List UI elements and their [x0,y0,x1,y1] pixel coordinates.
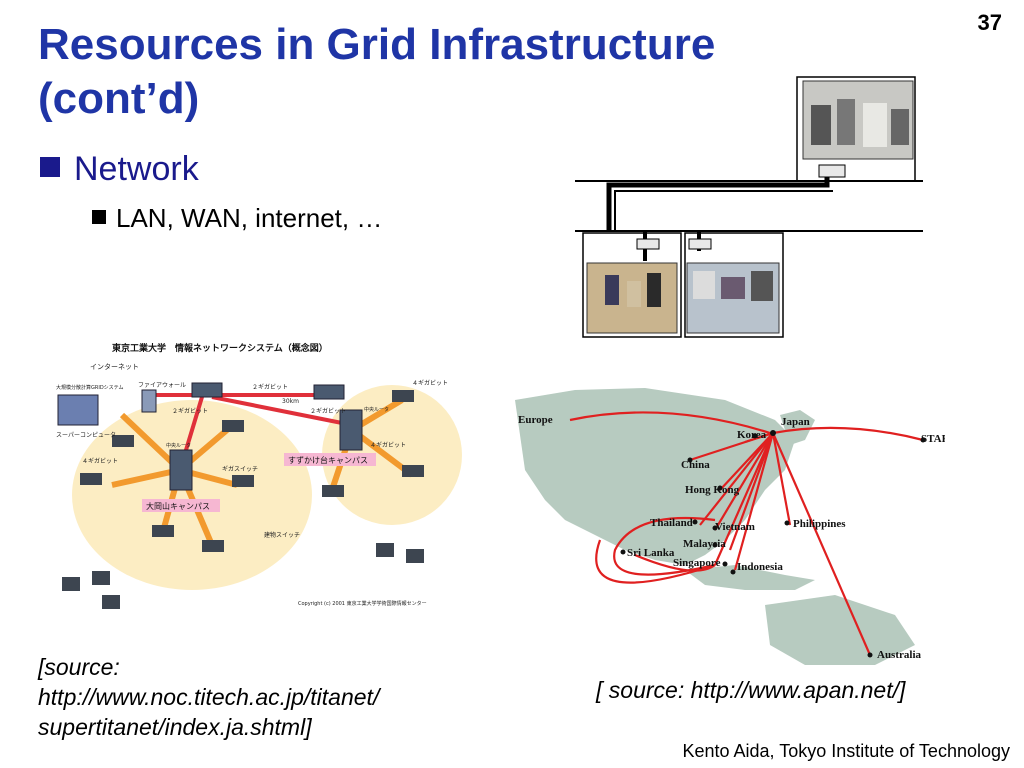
title-line-2: (cont’d) [38,74,200,123]
australia-landmass [765,595,915,665]
slide-title: Resources in Grid Infrastructure (cont’d… [38,18,898,126]
lan-illustration [575,76,923,338]
bullet-network: Network [40,150,199,189]
source-titanet-line-2: http://www.noc.titech.ac.jp/titanet/ [38,684,380,710]
bullet-lan-wan: LAN, WAN, internet, … [92,203,382,234]
footer-author: Kento Aida, Tokyo Institute of Technolog… [682,741,1010,761]
bullet-network-text: Network [74,150,199,188]
label-core-router: 中央ルータ [166,442,191,449]
titanet-diagram: 東京工業大学 情報ネットワークシステム（概念図） インターネット ファイアウォー… [52,335,472,615]
label-distance: 30km [282,398,299,405]
titanet-copyright: Copyright (c) 2001 東京工業大学学術国際情報センター [298,600,427,607]
title-line-1: Resources in Grid Infrastructure [38,20,716,69]
bullet-square-icon [40,157,60,177]
label-hong-kong: Hong Kong [685,484,740,496]
label-korea: Korea [737,429,767,441]
hub-icon [636,238,660,250]
hub-icon [688,238,712,250]
label-firewall: ファイアウォール [138,381,186,389]
label-gigaswitch: ギガスイッチ [222,465,258,473]
label-grid-system: 大規模分散計算GRIDシステム [56,384,124,391]
label-ookayama-campus: 大岡山キャンパス [146,501,210,511]
label-thailand: Thailand [650,517,693,529]
label-indonesia: Indonesia [737,561,783,573]
source-titanet-line-3: supertitanet/index.ja.shtml] [38,714,312,740]
label-internet: インターネット [90,362,139,371]
label-gigabit-2a: ２ギガビット [252,383,288,391]
label-gigabit-2c: ２ギガビット [310,407,346,415]
label-startap: STAR TAP (USA) [921,433,945,445]
label-suzukake-campus: すずかけ台キャンパス [288,455,368,465]
source-titanet-line-1: [source: [38,654,120,680]
indonesia-landmass [685,565,815,590]
hub-icon [818,164,846,178]
label-japan: Japan [781,416,810,428]
label-philippines: Philippines [793,518,846,530]
bullet-square-icon [92,210,106,224]
slide-number: 37 [977,10,1002,35]
titanet-heading: 東京工業大学 情報ネットワークシステム（概念図） [112,342,328,354]
asia-landmass [515,388,795,565]
label-core-router-2: 中央ルータ [364,406,389,413]
source-titanet: [source: http://www.noc.titech.ac.jp/tit… [38,652,379,742]
label-supercomputer: スーパーコンピュータ [56,431,116,439]
label-singapore: Singapore [673,557,721,569]
label-gigabit-4a: ４ギガビット [82,457,118,465]
label-gigabit-2b: ２ギガビット [172,407,208,415]
label-gigabit-4c: ４ギガビット [412,379,448,387]
label-europe: Europe [518,414,553,426]
label-vietnam: Vietnam [715,521,755,533]
bullet-lan-wan-text: LAN, WAN, internet, … [116,203,383,233]
label-australia: Australia [877,649,922,661]
network-links [569,411,924,656]
label-building-switch: 建物スイッチ [264,531,300,539]
apan-map: Europe Japan Korea China STAR TAP (USA) … [515,388,945,665]
label-gigabit-4b: ４ギガビット [370,441,406,449]
source-apan: [ source: http://www.apan.net/] [596,677,906,703]
label-china: China [681,459,710,471]
label-malaysia: Malaysia [683,538,726,550]
japan-landmass [780,410,815,445]
label-sri-lanka: Sri Lanka [627,547,675,559]
